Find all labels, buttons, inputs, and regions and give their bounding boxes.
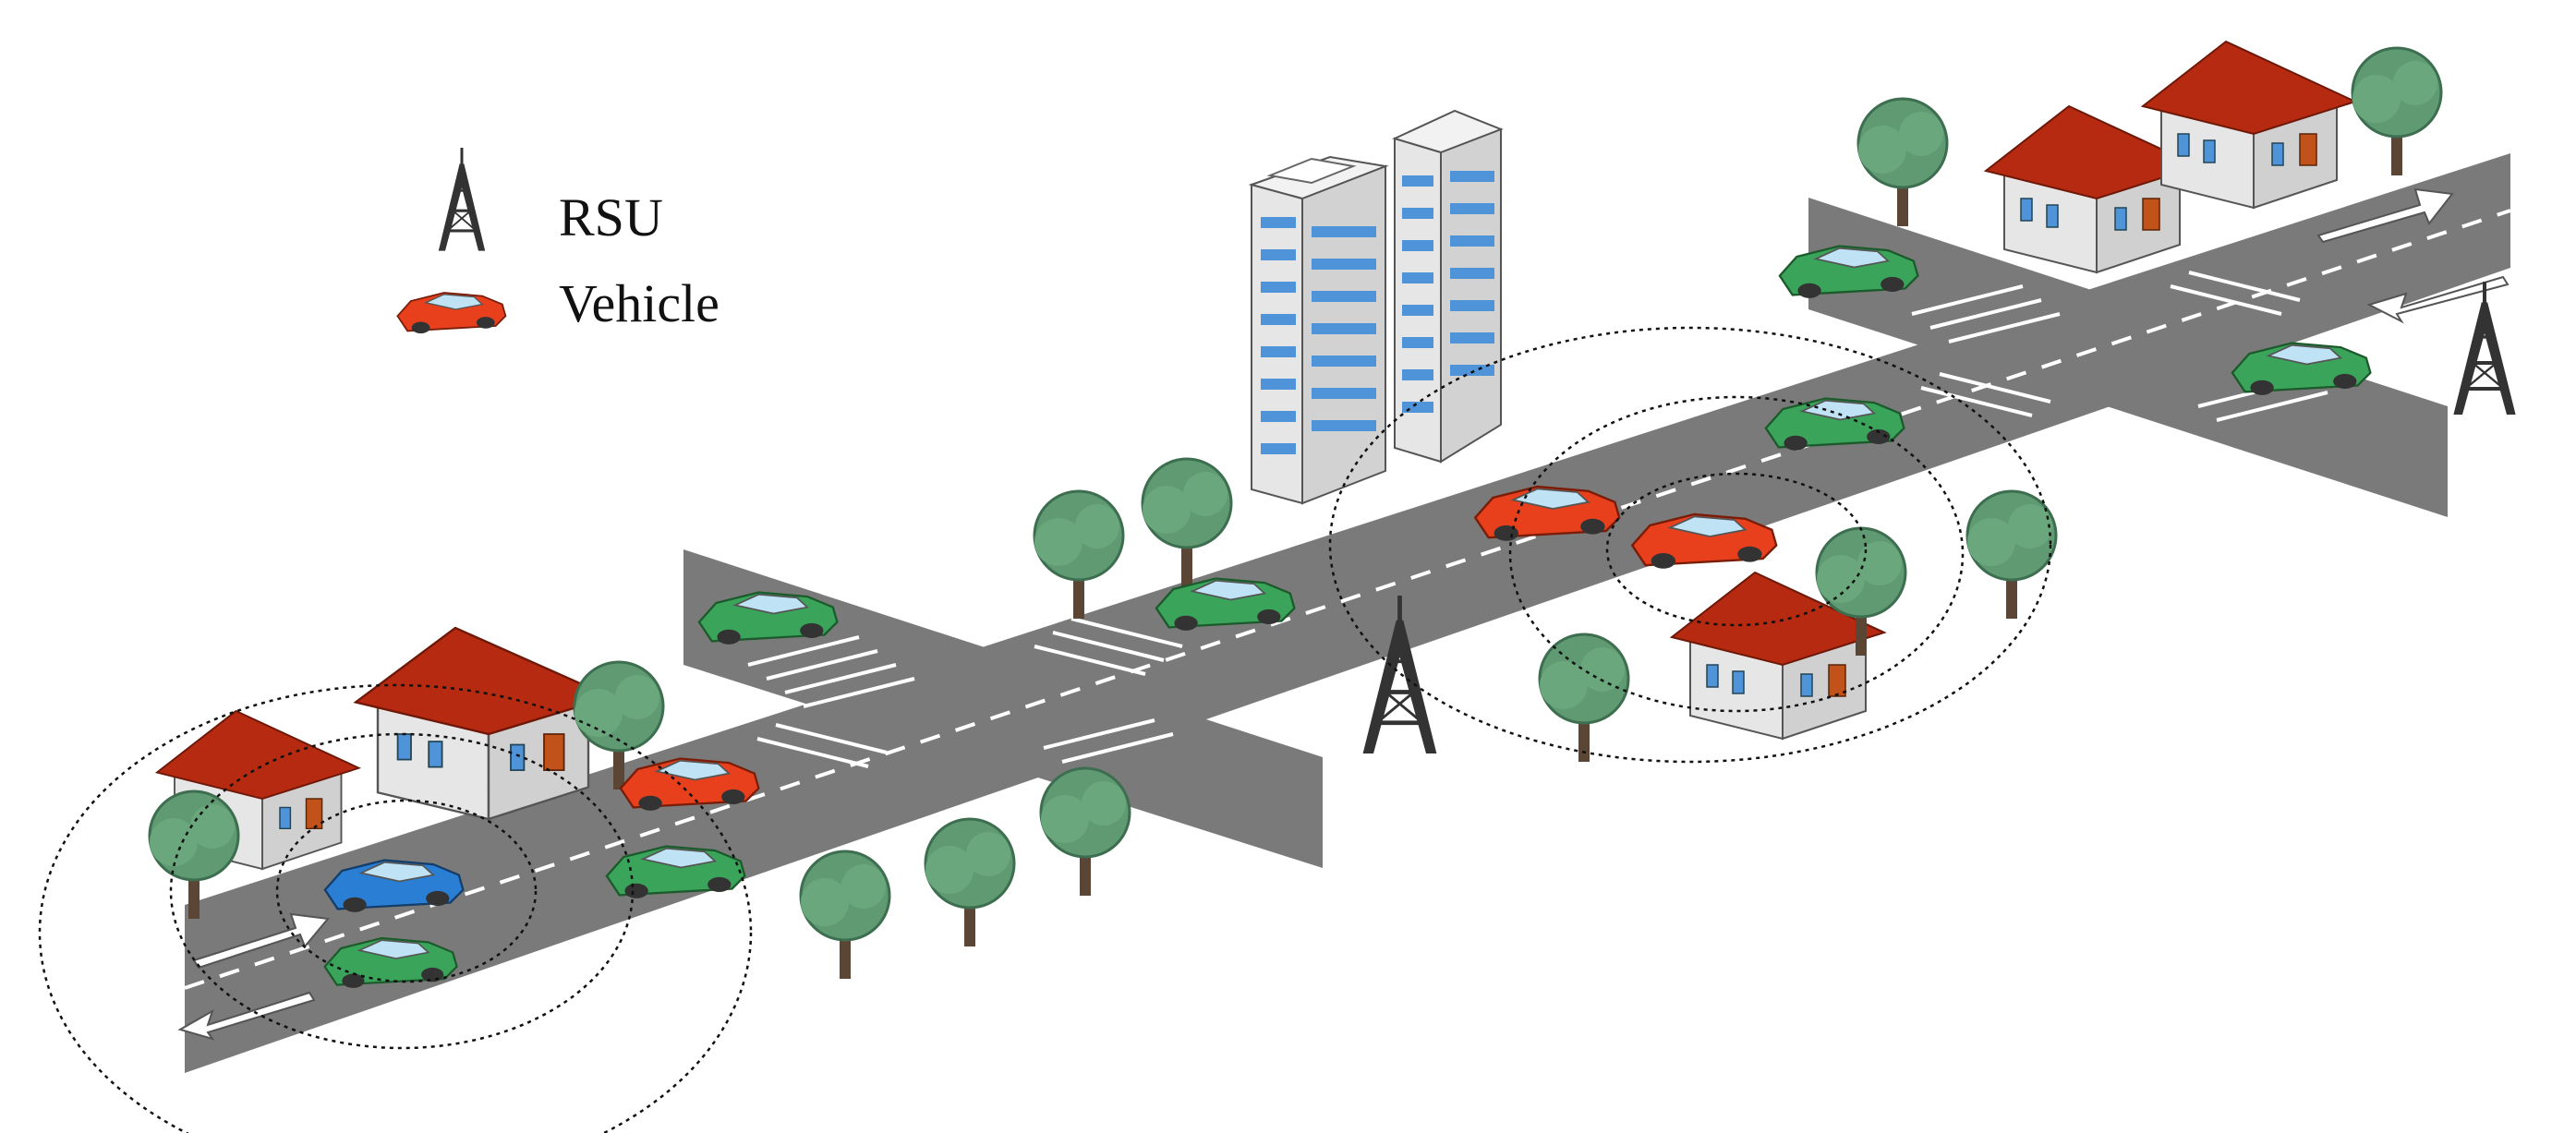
range-mid-left <box>169 732 635 1050</box>
legend: RSU Vehicle <box>396 146 720 335</box>
house <box>354 626 612 821</box>
communication-ranges <box>38 326 2052 1133</box>
tree <box>1033 489 1125 621</box>
tree <box>924 817 1016 948</box>
rsu-tower-icon <box>2453 282 2515 415</box>
car-icon <box>396 292 507 335</box>
tree <box>1856 97 1949 228</box>
office-tower-left <box>1248 155 1389 505</box>
tree <box>1538 633 1630 764</box>
vehicle-green <box>1778 245 1919 300</box>
cross-street-left <box>683 549 1323 868</box>
range-outer-left <box>38 683 753 1133</box>
legend-vehicle-label: Vehicle <box>559 273 720 333</box>
tree <box>2351 46 2443 177</box>
legend-rsu-label: RSU <box>559 187 663 247</box>
office-tower-right <box>1392 109 1504 464</box>
lane-divider <box>184 209 2511 990</box>
tree <box>1965 489 2058 621</box>
range-inner-left <box>275 799 538 983</box>
range-inner-right <box>1605 472 1868 627</box>
rsu-tower-icon <box>437 146 487 253</box>
tree <box>1141 457 1233 588</box>
office-towers <box>1248 109 1504 505</box>
house <box>2142 41 2356 209</box>
tree <box>1039 766 1131 898</box>
direction-arrows <box>177 187 2509 1041</box>
crosswalk-left <box>747 617 1183 768</box>
tree <box>799 850 891 981</box>
cross-street-right <box>1808 198 2448 517</box>
range-mid-right <box>1508 395 1965 713</box>
range-outer-right <box>1328 326 2052 764</box>
